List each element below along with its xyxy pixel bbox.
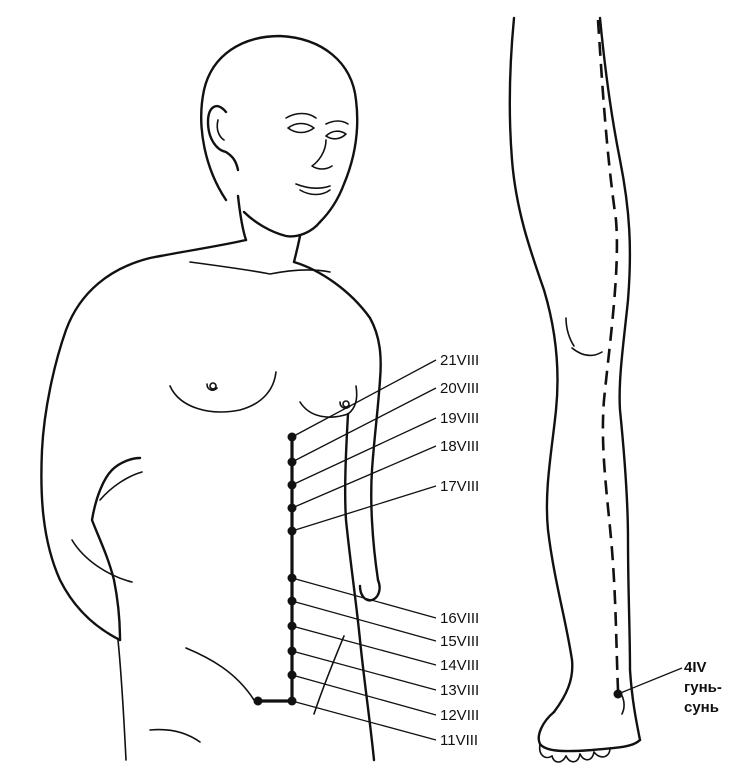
leg-figure	[510, 18, 640, 762]
acupoint-label-19VIII: 19VIII	[440, 410, 479, 427]
acupoint-label-20VIII: 20VIII	[440, 380, 479, 397]
leg-meridian-line	[598, 20, 618, 690]
acupoint-label-21VIII: 21VIII	[440, 352, 479, 369]
acupoint-leader-15VIII	[292, 601, 436, 641]
foot-point-leader	[618, 668, 682, 694]
acupoint-label-18VIII: 18VIII	[440, 438, 479, 455]
foot-point-label-1: 4IV	[684, 659, 707, 676]
acupoint-leader-14VIII	[292, 626, 436, 665]
acupoint-leader-18VIII	[292, 446, 436, 508]
acupoint-label-15VIII: 15VIII	[440, 633, 479, 650]
foot-point-label-3: сунь	[684, 699, 719, 716]
acupoint-label-13VIII: 13VIII	[440, 682, 479, 699]
acupoint-leader-16VIII	[292, 578, 436, 618]
foot-point-label-2: гунь-	[684, 679, 722, 696]
acupoint-label-12VIII: 12VIII	[440, 707, 479, 724]
acupoint-label-14VIII: 14VIII	[440, 657, 479, 674]
acupoint-leader-17VIII	[292, 486, 436, 531]
acupoint-labels: 21VIII 20VIII 19VIII 18VIII 17VIII 16VIII 15VI…	[440, 352, 479, 749]
acupoint-label-17VIII: 17VIII	[440, 478, 479, 495]
acupoint-label-16VIII: 16VIII	[440, 610, 479, 627]
acupoint-leader-11VIII	[292, 701, 436, 740]
acupoint-label-11VIII: 11VIII	[440, 732, 478, 749]
torso-figure	[41, 36, 380, 760]
spleen-meridian-line	[254, 437, 293, 706]
acupoints	[288, 360, 437, 740]
